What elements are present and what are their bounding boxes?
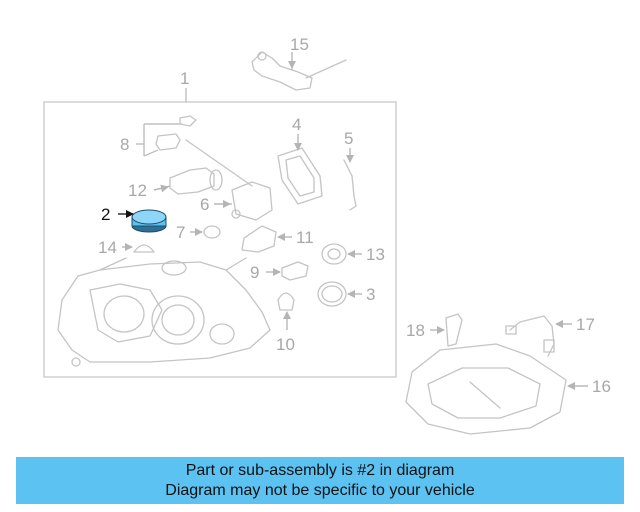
callout-3: 3 xyxy=(366,285,375,304)
callout-8: 8 xyxy=(120,135,129,154)
callout-9: 9 xyxy=(250,263,259,282)
headlamp-housing xyxy=(57,257,271,367)
callout-13: 13 xyxy=(366,245,385,264)
part-8-bracket xyxy=(136,115,253,187)
part-10-bulb xyxy=(277,292,295,330)
part-2-cap-highlighted xyxy=(118,209,167,233)
callout-14: 14 xyxy=(98,238,117,257)
callout-1: 1 xyxy=(180,69,189,88)
callout-11: 11 xyxy=(296,228,314,247)
info-banner: Part or sub-assembly is #2 in diagram Di… xyxy=(16,457,624,504)
part-11-bulb xyxy=(241,225,292,253)
part-16-tray xyxy=(405,343,588,435)
banner-line-2: Diagram may not be specific to your vehi… xyxy=(165,481,475,499)
banner-line-1: Part or sub-assembly is #2 in diagram xyxy=(185,461,455,479)
callout-2: 2 xyxy=(101,205,110,224)
part-17-harness xyxy=(505,315,572,357)
callout-5: 5 xyxy=(344,129,353,148)
callout-18: 18 xyxy=(406,321,425,340)
part-14-dome xyxy=(122,244,155,253)
callout-15: 15 xyxy=(290,35,309,54)
callout-4: 4 xyxy=(292,115,301,134)
callout-6: 6 xyxy=(200,195,209,214)
callout-12: 12 xyxy=(128,181,147,200)
assembly-frame xyxy=(43,101,397,378)
arrow-12 xyxy=(153,184,169,193)
part-6-module xyxy=(214,181,273,221)
part-4-cover xyxy=(277,134,323,205)
part-15-level-motor xyxy=(251,51,347,91)
part-12-bulb xyxy=(153,167,223,195)
callout-17: 17 xyxy=(576,315,595,334)
callout-10: 10 xyxy=(276,335,295,354)
callout-16: 16 xyxy=(592,377,611,396)
callout-7: 7 xyxy=(176,223,185,242)
part-9-bulb xyxy=(266,261,309,281)
